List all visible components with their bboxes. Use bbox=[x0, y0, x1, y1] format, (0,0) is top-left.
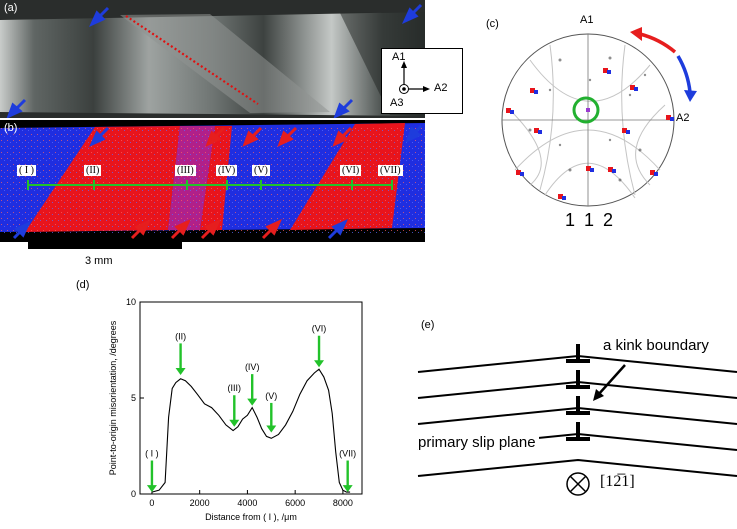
primary-slip-plane-label: primary slip plane bbox=[418, 434, 539, 451]
pole-figure bbox=[501, 27, 697, 207]
y-axis-label: Point-to-origin misorientation, /degrees bbox=[108, 320, 118, 475]
annotation-label: (V) bbox=[265, 391, 277, 401]
annotation-arrow-head bbox=[314, 360, 325, 368]
axis-a2-label: A2 bbox=[434, 82, 448, 94]
annotation-arrow-head bbox=[146, 485, 157, 493]
annotation-label: (VI) bbox=[312, 324, 327, 334]
axis-a3-label: A3 bbox=[390, 97, 404, 109]
zone-axis-label: 1 1 2 bbox=[565, 210, 616, 230]
kink-schematic bbox=[417, 344, 737, 496]
point-IV-label: (IV) bbox=[216, 165, 238, 176]
kink-boundary-label: a kink boundary bbox=[603, 337, 709, 354]
point-II-label: (II) bbox=[84, 165, 102, 176]
panel-e: a kink boundary primary slip plane [12̅1… bbox=[410, 325, 737, 524]
panel-e-label: (e) bbox=[421, 319, 435, 331]
direction-label: [12̅1] bbox=[600, 473, 635, 490]
annotation-arrow-head bbox=[175, 367, 186, 375]
panel-b: (b) ( I ) (II) (III) (IV) (V) (VI) (VII) bbox=[0, 120, 425, 242]
scale-bar bbox=[28, 242, 182, 249]
point-VI-label: (VI) bbox=[340, 165, 362, 176]
x-tick-label: 8000 bbox=[333, 498, 353, 508]
point-V-label: (V) bbox=[252, 165, 270, 176]
point-I-label: ( I ) bbox=[17, 165, 36, 176]
panel-c: A1 A2 bbox=[490, 14, 710, 220]
panel-a: (a) bbox=[0, 0, 425, 119]
panel-a-micrograph bbox=[0, 0, 425, 119]
annotation-label: (VII) bbox=[339, 449, 356, 459]
annotation-arrow-head bbox=[247, 398, 258, 406]
pole-figure-a2-label: A2 bbox=[676, 112, 690, 124]
axes-legend-box: A1 A2 A3 bbox=[381, 48, 463, 114]
annotation-arrow-head bbox=[266, 425, 277, 433]
y-tick-label: 10 bbox=[126, 297, 136, 307]
point-VII-label: (VII) bbox=[378, 165, 403, 176]
y-tick-label: 0 bbox=[131, 489, 136, 499]
x-tick-label: 6000 bbox=[285, 498, 305, 508]
pole-figure-a1-label: A1 bbox=[580, 14, 594, 26]
x-tick-label: 4000 bbox=[237, 498, 257, 508]
x-tick-label: 0 bbox=[149, 498, 154, 508]
panel-b-map bbox=[0, 120, 425, 242]
scale-bar-label: 3 mm bbox=[85, 255, 113, 267]
annotation-label: (III) bbox=[228, 383, 242, 393]
panel-d-label: (d) bbox=[76, 279, 90, 291]
annotation-arrow-head bbox=[342, 485, 353, 493]
annotation-label: ( I ) bbox=[145, 449, 159, 459]
panel-a-label: (a) bbox=[4, 2, 18, 14]
annotation-label: (II) bbox=[175, 331, 186, 341]
x-tick-label: 2000 bbox=[190, 498, 210, 508]
annotation-label: (IV) bbox=[245, 362, 260, 372]
x-axis-label: Distance from ( I ), /μm bbox=[205, 512, 297, 522]
point-III-label: (III) bbox=[175, 165, 196, 176]
panel-b-label: (b) bbox=[4, 122, 18, 134]
misorientation-series-line bbox=[151, 368, 351, 493]
panel-c-label: (c) bbox=[486, 18, 499, 30]
y-tick-label: 5 bbox=[131, 393, 136, 403]
axis-a1-label: A1 bbox=[392, 51, 406, 63]
annotation-arrow-head bbox=[229, 419, 240, 427]
